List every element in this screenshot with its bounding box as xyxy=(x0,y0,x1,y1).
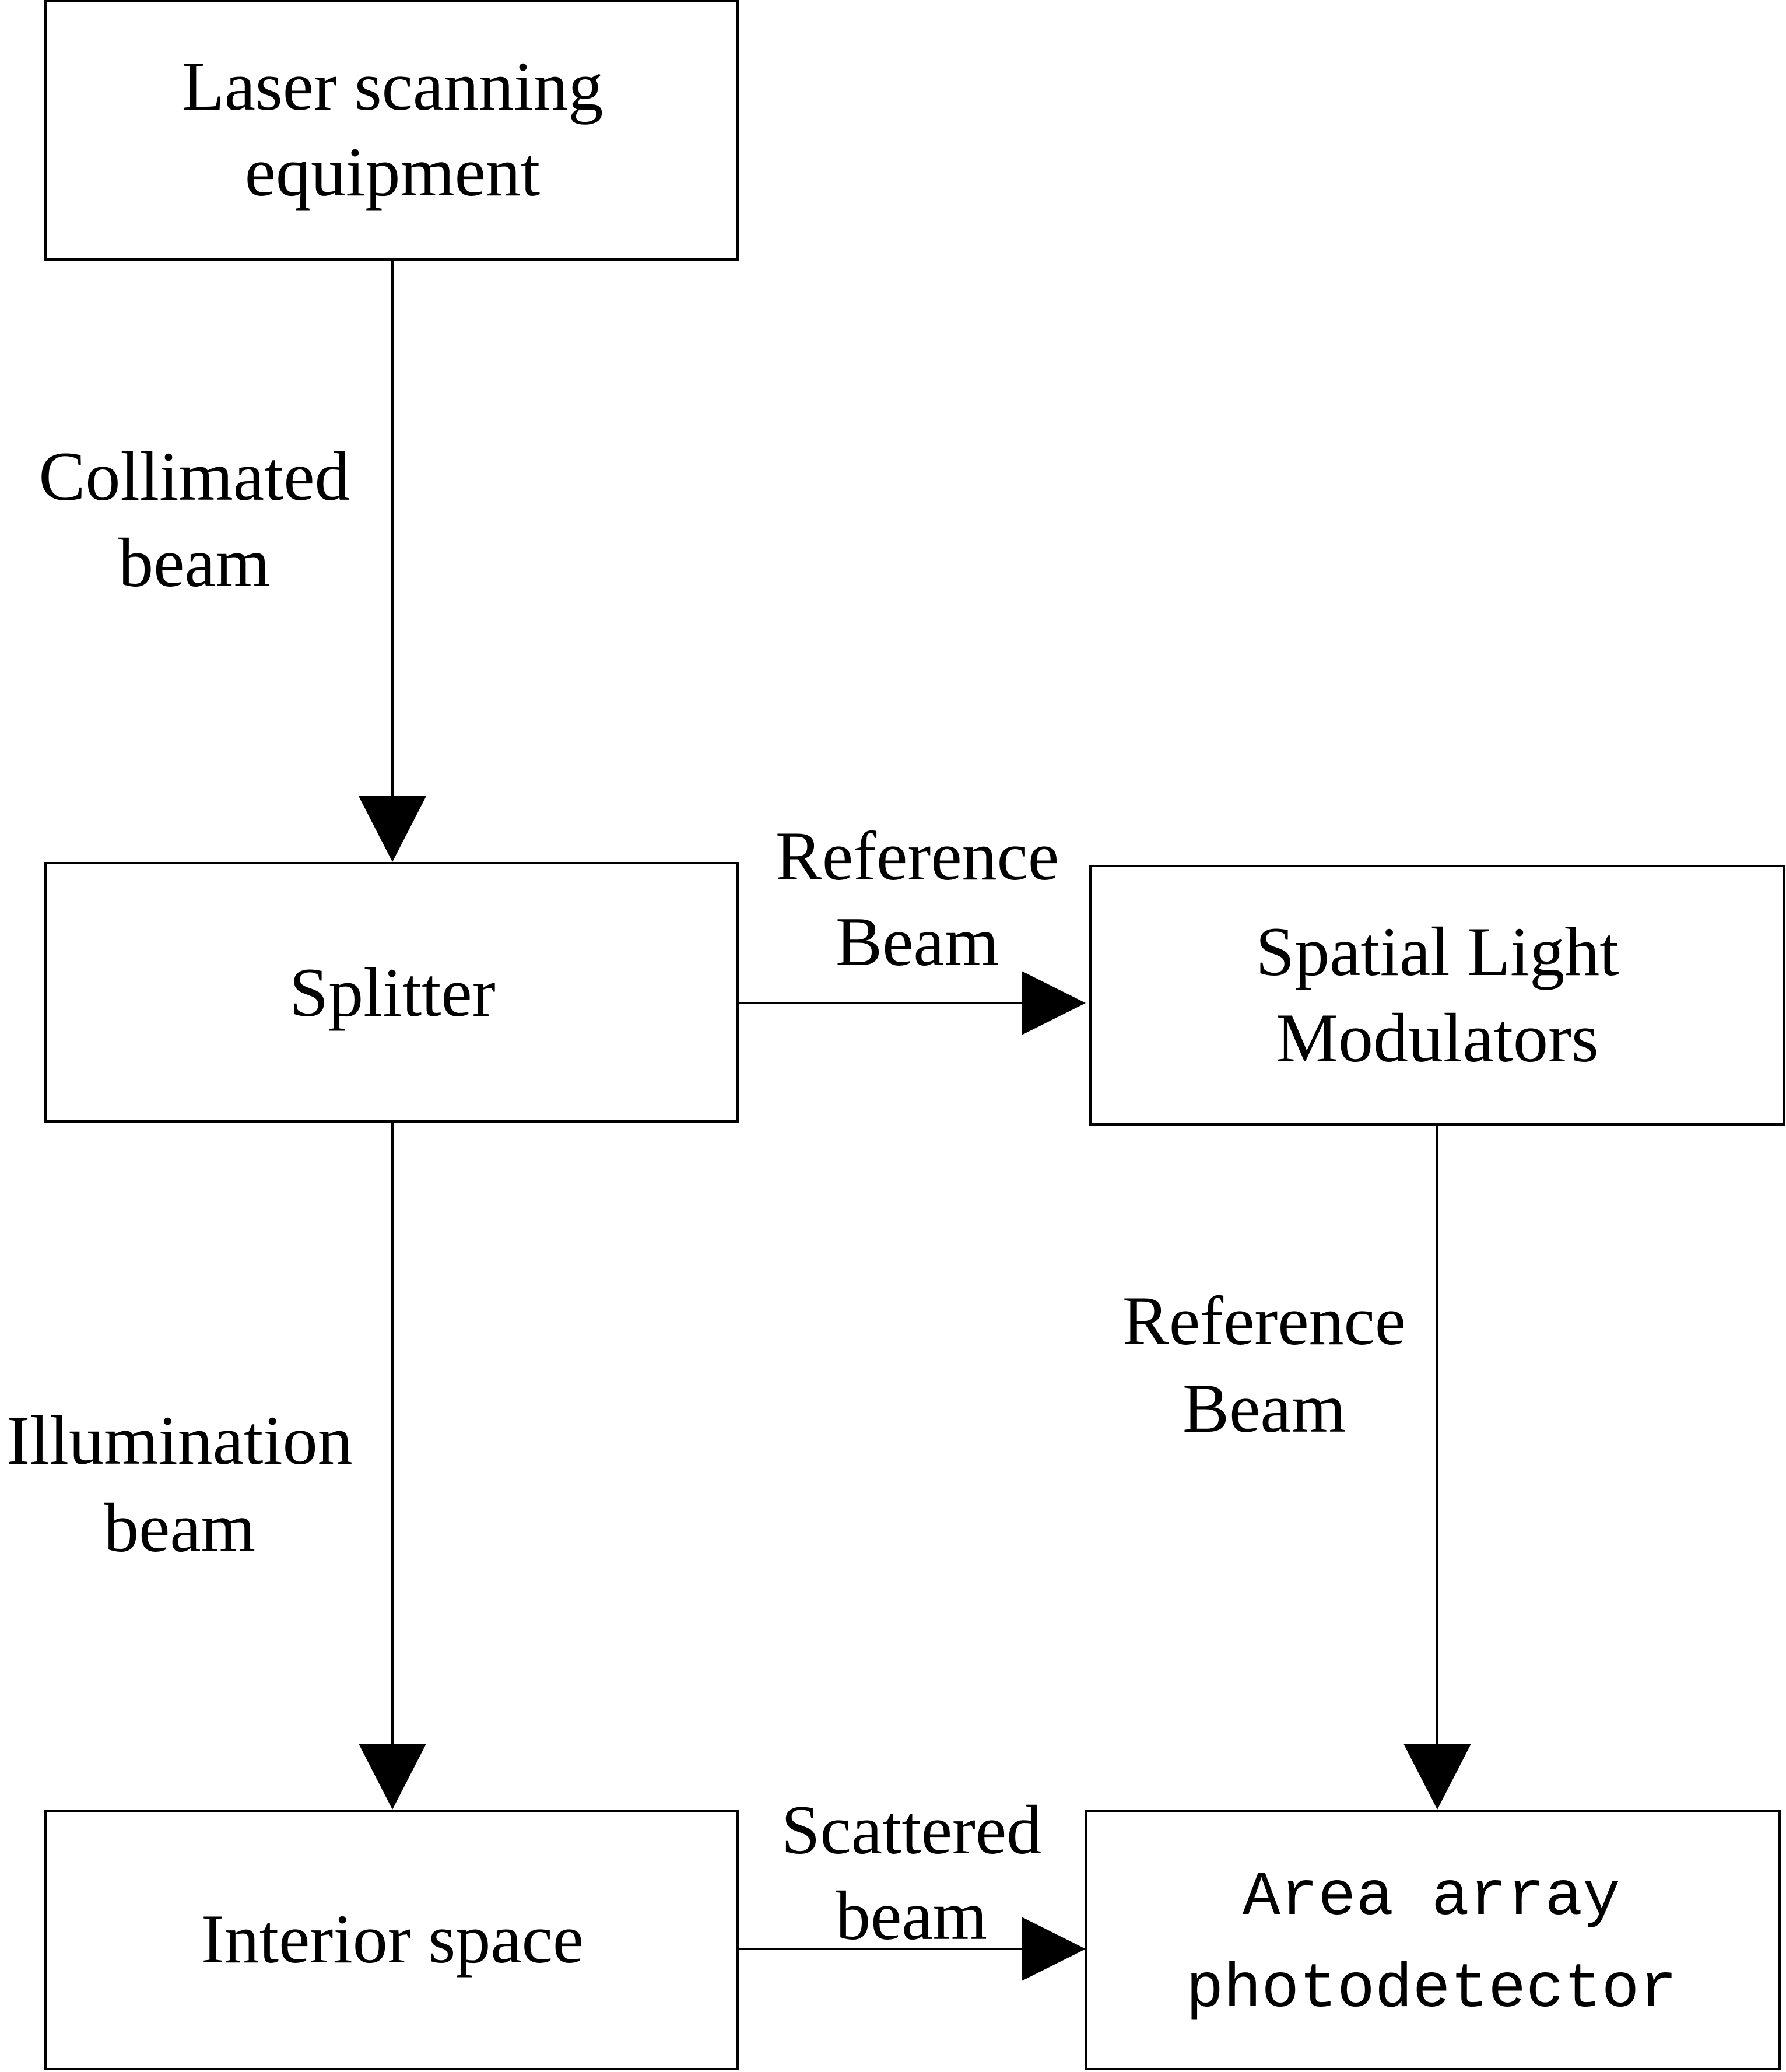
edge-label: Reference xyxy=(776,817,1059,895)
edge-label: Scattered xyxy=(781,1791,1041,1868)
node-interior-space xyxy=(44,1810,739,2070)
edge-label: beam xyxy=(104,1489,255,1566)
edge-label: Illumination xyxy=(6,1401,352,1479)
node-label: Laser scanning xyxy=(181,47,603,125)
node-label: Interior space xyxy=(201,1900,584,1978)
node-area-array-photodetector xyxy=(1085,1810,1781,2070)
arrowhead-right-icon xyxy=(1022,1917,1086,1981)
edge-label: beam xyxy=(836,1877,987,1954)
node-label: Splitter xyxy=(289,953,495,1031)
edge-label: Reference xyxy=(1122,1282,1406,1359)
node-splitter xyxy=(44,862,739,1123)
node-label: Spatial Light xyxy=(1255,913,1619,990)
arrowhead-down-icon xyxy=(1403,1744,1471,1810)
node-spatial-light-modulators xyxy=(1089,865,1785,1126)
arrowhead-right-icon xyxy=(1022,971,1086,1035)
edge-label: Beam xyxy=(836,903,999,980)
node-laser-scanning-equipment xyxy=(44,0,739,261)
arrowhead-down-icon xyxy=(359,796,426,862)
edge-label: beam xyxy=(118,524,270,601)
edge-label: Collimated xyxy=(38,437,349,515)
node-label: Modulators xyxy=(1276,999,1598,1077)
node-label: Area array xyxy=(1243,1862,1620,1933)
edge-label: Beam xyxy=(1183,1369,1346,1447)
node-label: photodetector xyxy=(1186,1954,1678,2025)
arrowhead-down-icon xyxy=(359,1744,426,1810)
node-label: equipment xyxy=(245,133,541,211)
